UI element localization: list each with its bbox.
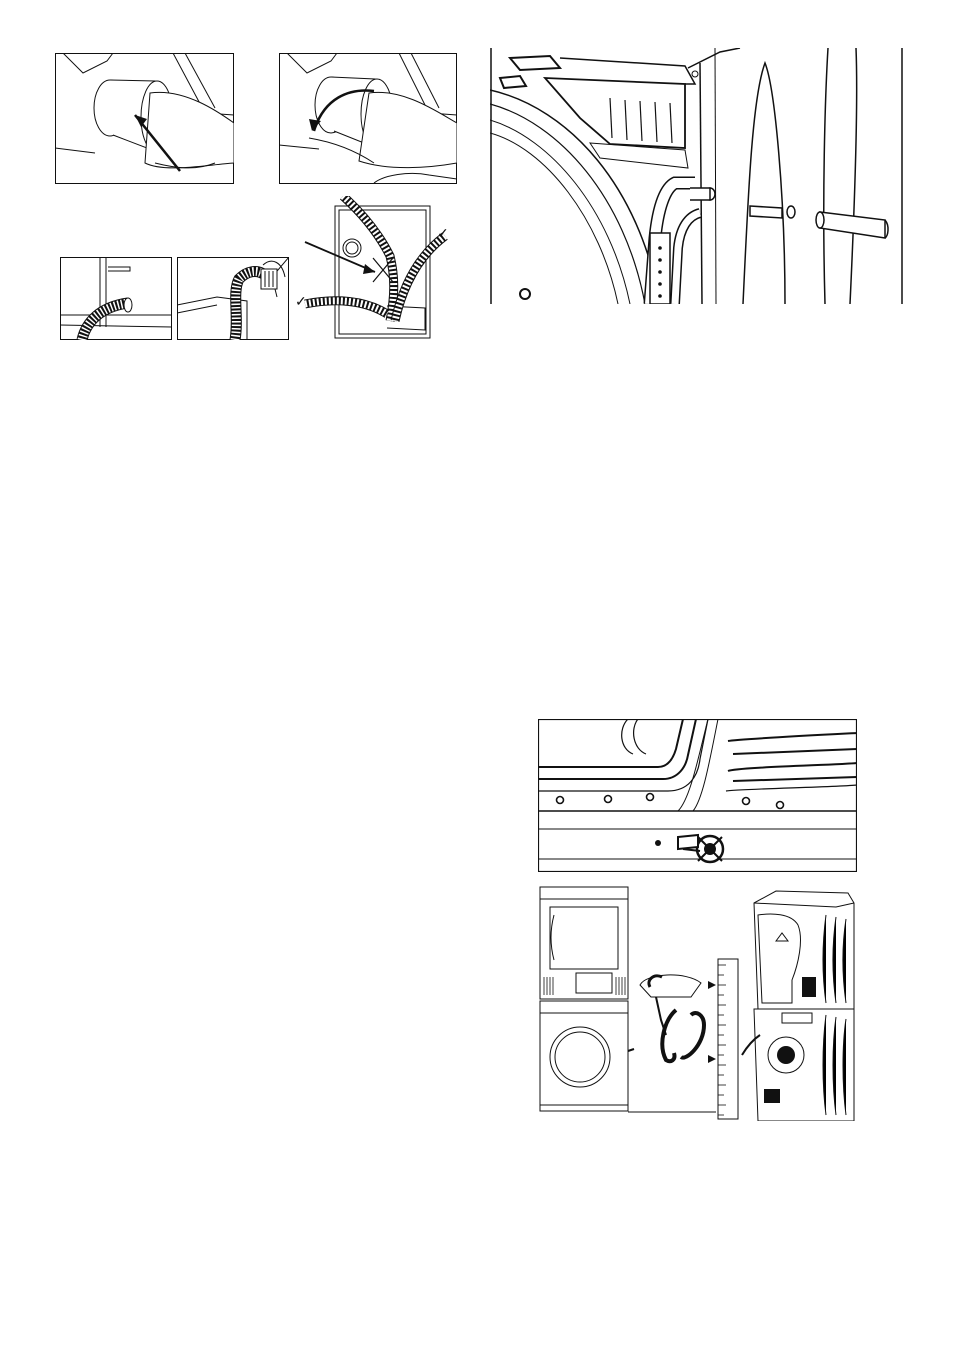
- duct-adapter-twist-drawing: [279, 53, 457, 184]
- illustration-hose-routing-correct-wrong: ✓ ✓: [295, 196, 465, 342]
- bottom-drain-outlet-drawing: [538, 719, 857, 872]
- check-icon-left: ✓: [295, 293, 307, 309]
- height-ruler-icon: [708, 959, 738, 1119]
- illustration-duct-adapter-push: [55, 53, 234, 184]
- hose-over-sink-drawing: [177, 257, 289, 340]
- rear-drain-connection-drawing: [490, 48, 905, 304]
- illustration-hose-through-window: [60, 257, 172, 340]
- illustration-bottom-drain-outlet: [538, 719, 857, 872]
- illustration-rear-drain-connection: [490, 48, 905, 304]
- illustration-duct-adapter-twist: [279, 53, 457, 184]
- hose-routing-drawing: ✓ ✓: [295, 196, 465, 342]
- hose-through-window-drawing: [60, 257, 172, 340]
- stacked-drain-height-drawing: [536, 885, 866, 1121]
- drain-hose-icon: [650, 183, 715, 304]
- duct-adapter-push-drawing: [55, 53, 234, 184]
- check-icon: ✓: [437, 225, 449, 241]
- illustration-stacked-drain-height: [536, 885, 866, 1121]
- illustration-hose-over-sink: [177, 257, 289, 340]
